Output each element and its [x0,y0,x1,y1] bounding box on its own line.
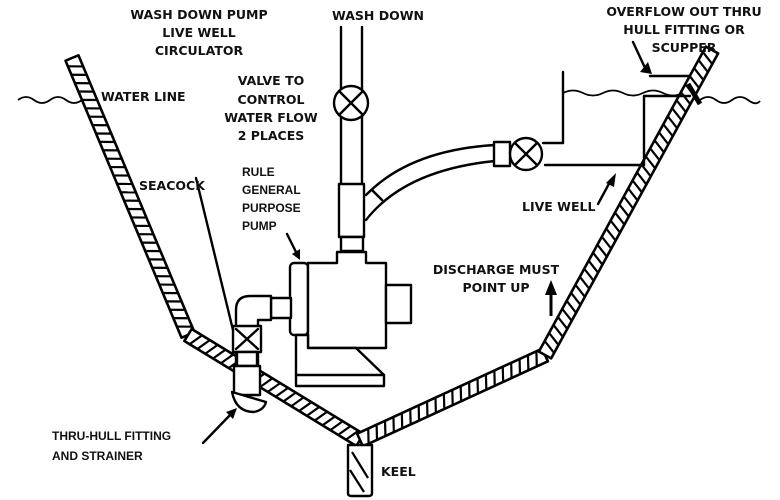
hull-hatch [290,396,305,408]
hull-hatch [702,51,714,65]
hull-hatch [680,91,692,105]
hull-hatch [649,147,661,162]
overflow-fitting [648,74,703,106]
discharge-up-arrow [545,280,557,316]
hull [64,45,720,448]
hull-hatch [658,131,670,145]
hull-hatch [697,59,709,73]
pump-label: PURPOSE [242,201,301,215]
overflow-label: OVERFLOW OUT THRU [606,4,761,19]
seacock-arrow [194,176,235,332]
valve-label: CONTROL [237,92,304,107]
hull-hatch [640,163,652,178]
thruhull-label: AND STRAINER [52,449,143,463]
hull-hatch [688,75,700,89]
pump-label: RULE [242,165,275,179]
hull-hatch [662,123,674,137]
hull-hatch [605,227,617,242]
water-line-right [562,89,696,97]
water-line-left [17,96,83,104]
overflow-label: HULL FITTING OR [623,22,745,37]
hull-hatch [693,67,705,81]
discharge-label: POINT UP [462,280,529,295]
pump-arrow [285,232,300,260]
hull-hatch [583,268,595,282]
seacock-assembly [230,294,273,414]
live-well [541,70,692,167]
hull-hatch [314,410,328,422]
wash-down-pipe [337,25,366,253]
discharge-label: DISCHARGE MUST [433,262,560,277]
hull-hatch [578,276,591,290]
hull-hatch [574,284,586,298]
hull-hatch [282,391,297,403]
hull-hatch [548,332,560,346]
live-well-arrow [596,173,616,206]
valve-label: VALVE TO [238,73,304,88]
live-well-label: LIVE WELL [522,199,595,214]
hull-hatch [631,179,643,194]
washdown-valve [332,84,370,122]
hull-hatch [298,401,313,412]
hull-hatch [267,382,281,393]
hull-hatch [636,171,648,186]
thruhull-label: THRU-HULL FITTING [52,429,171,443]
hull-hatch [337,425,352,436]
keel [346,443,374,498]
hull-hatch [561,308,573,322]
hull-hatch [557,316,569,330]
hull-hatch [259,377,274,389]
thruhull-arrow [201,408,237,445]
hull-hatch [614,211,626,226]
wash-down-label: WASH DOWN [332,8,424,23]
hull-hatch [618,203,630,218]
livewell-valve [508,136,544,172]
hull-hatch [596,243,608,258]
hull-hatch [570,292,582,306]
title-label: WASH DOWN PUMP [130,7,267,22]
hull-hatch [592,252,604,266]
water-line-right-outside [699,96,761,105]
hull-hatch [552,324,564,338]
pump-label: GENERAL [242,183,301,197]
hull-hatch [644,155,657,170]
hull-hatch [565,300,577,314]
pump-label: PUMP [242,219,277,233]
hull-hatch [543,340,555,354]
hull-hatch [600,235,613,250]
hull-hatch [196,339,211,350]
overflow-label: SCUPPER [652,40,717,55]
hull-hatch [587,260,599,274]
valve-label: WATER FLOW [224,110,318,125]
hull-hatch [609,219,621,234]
hull-hatch [188,334,203,346]
hull-hatch [321,415,336,427]
keel-label: KEEL [381,464,416,479]
water-line-label: WATER LINE [101,89,186,104]
hull-hatch [653,139,665,153]
hull-hatch [204,344,219,355]
hull-hatch [274,386,289,398]
hull-hatch [675,99,687,113]
pump [269,250,413,388]
hull-hatch [329,420,344,431]
title-label: CIRCULATOR [155,43,244,58]
live-well-hose [364,140,512,222]
hull-hatch [622,195,635,210]
hull-hatch [627,187,639,202]
hull-hatch [306,406,320,417]
valve-label: 2 PLACES [238,128,305,143]
hull-hatch [666,115,679,129]
hull-hatch [671,107,683,121]
seacock-label: SEACOCK [139,178,206,193]
title-label: LIVE WELL [162,25,235,40]
hull-hatch [220,353,234,365]
overflow-arrow [631,40,652,74]
hull-hatch [212,348,227,360]
hull-hatch [345,429,360,441]
